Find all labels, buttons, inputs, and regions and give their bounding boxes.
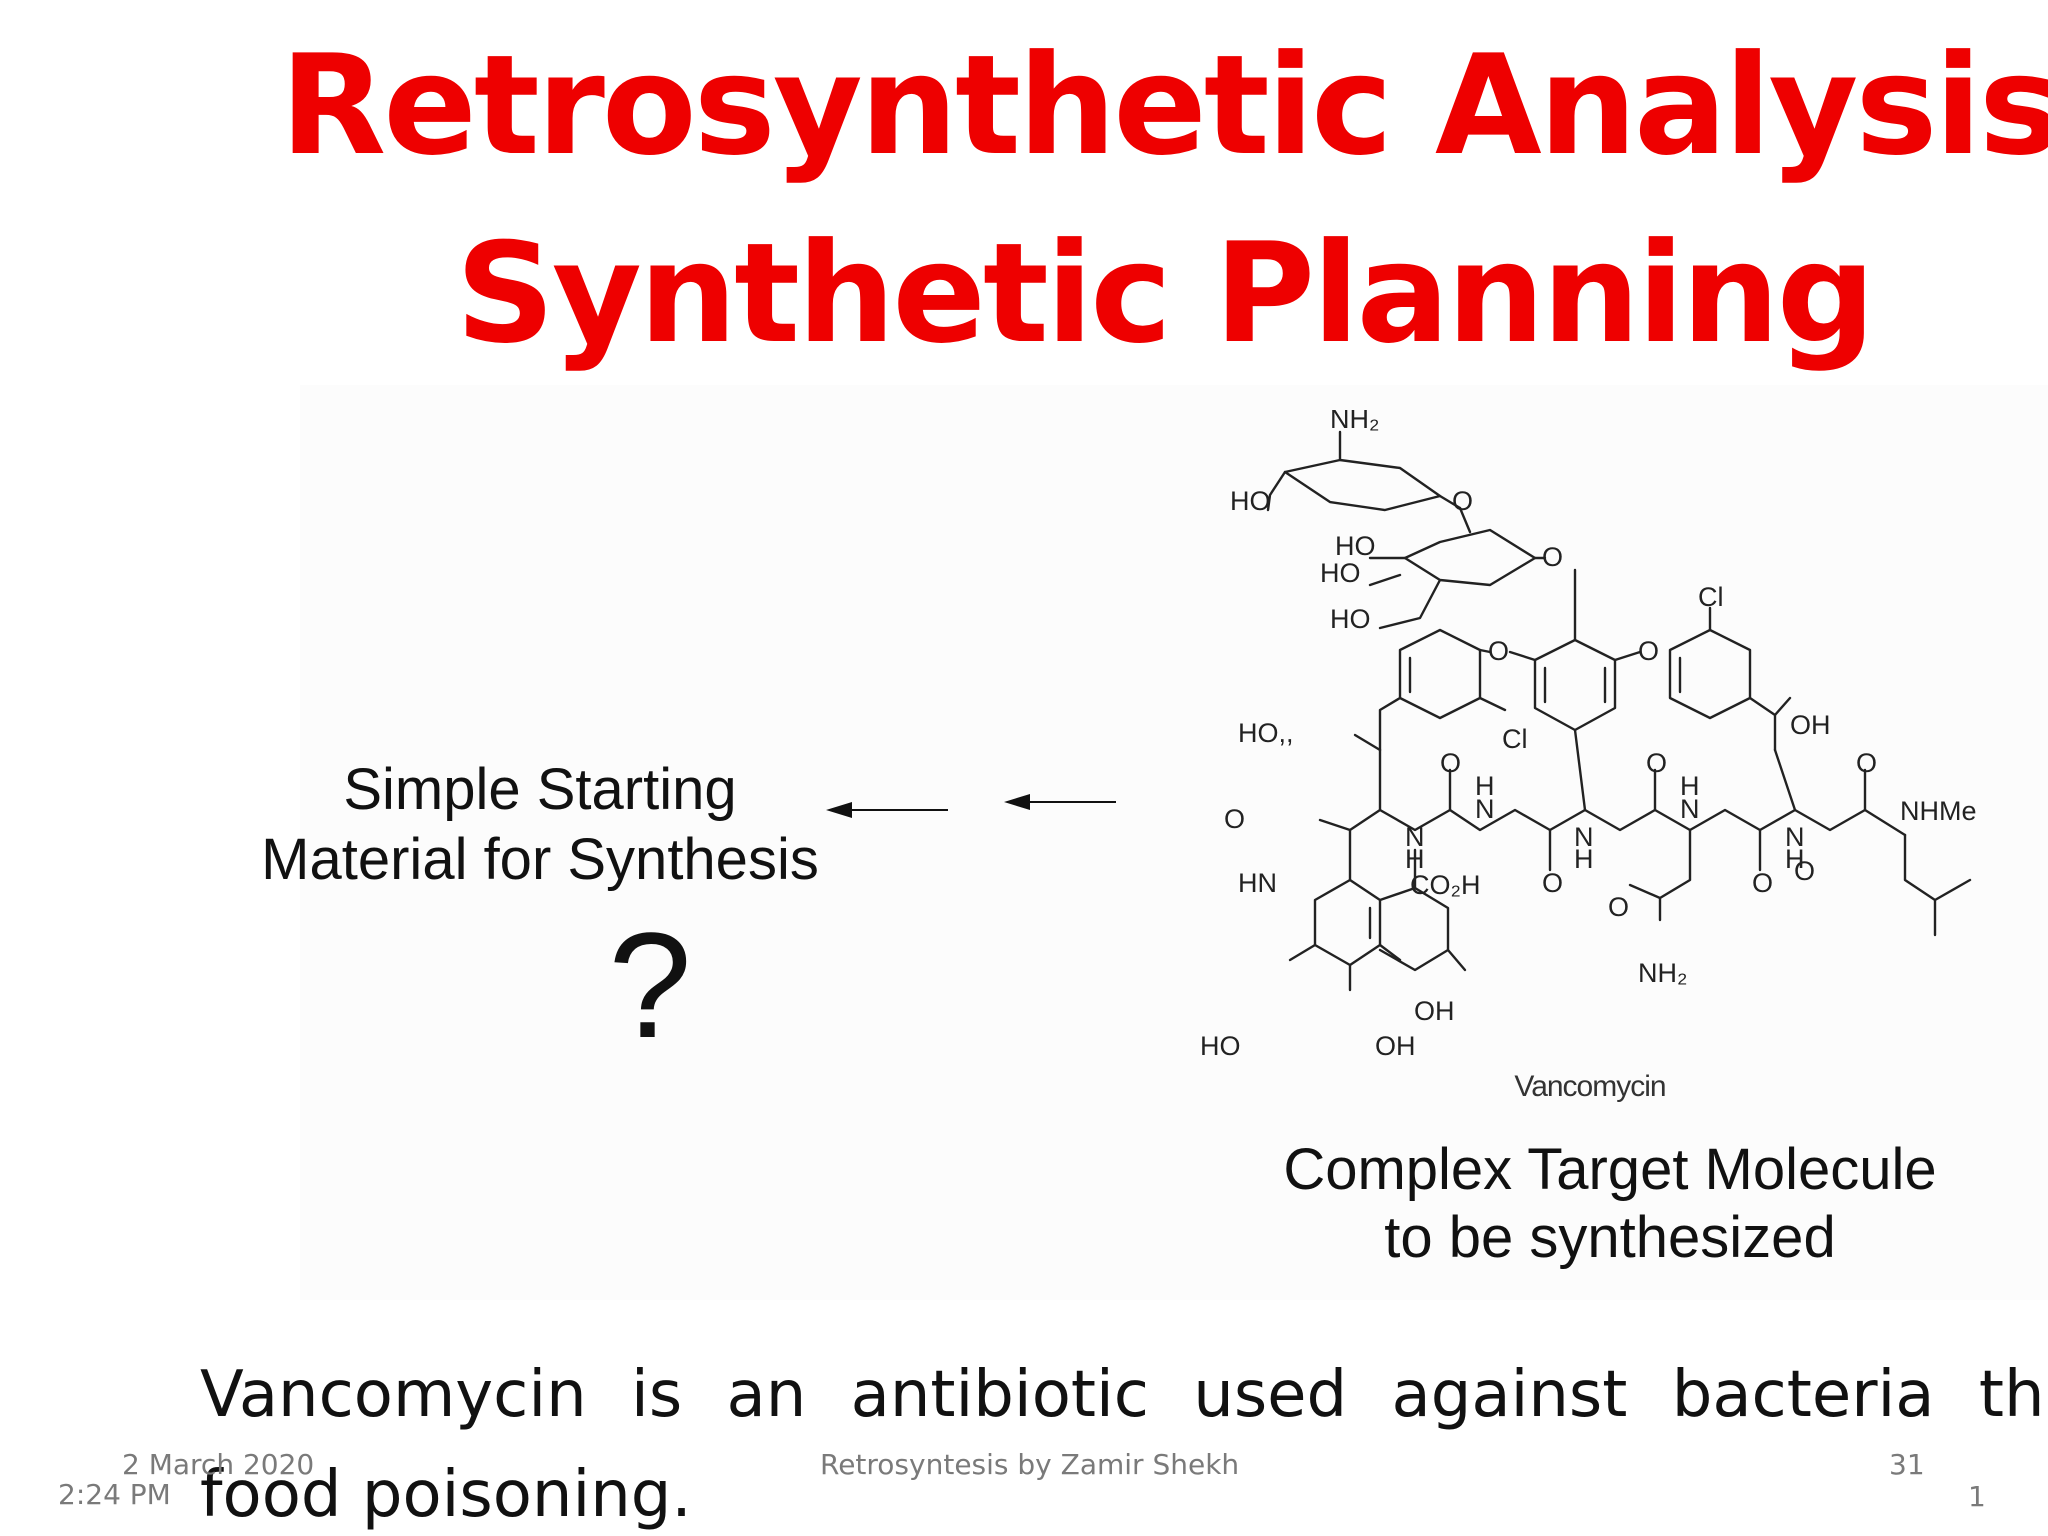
- retro-arrow-right: [1004, 794, 1116, 810]
- target-molecule-caption: Complex Target Molecule to be synthesize…: [1230, 1136, 1990, 1272]
- mol-label-n-2: N: [1475, 794, 1495, 824]
- mol-label-o-10: O: [1752, 868, 1773, 898]
- mol-label-ho-2: HO: [1335, 531, 1376, 561]
- slide-title: Retrosynthetic Analysis and Synthetic Pl…: [280, 12, 2048, 388]
- starting-material-caption: Simple Starting Material for Synthesis: [230, 755, 850, 895]
- mol-label-ho-3: HO: [1320, 558, 1361, 588]
- title-line-2: Synthetic Planning: [455, 213, 1876, 374]
- footer-date: 2 March 2020: [122, 1448, 315, 1481]
- target-caption-line-2: to be synthesized: [1384, 1205, 1836, 1270]
- question-mark: ?: [608, 901, 692, 1069]
- arrow-head-icon: [826, 802, 852, 818]
- mol-label-h-3: H: [1574, 844, 1594, 874]
- target-caption-line-1: Complex Target Molecule: [1283, 1137, 1937, 1202]
- mol-label-h-2: H: [1475, 771, 1495, 801]
- mol-label-n-1: N: [1405, 822, 1425, 852]
- mol-label-n-3: N: [1574, 822, 1594, 852]
- mol-label-o-5: O: [1440, 748, 1461, 778]
- arrow-head-icon: [1004, 794, 1030, 810]
- retro-arrow-left: [826, 802, 948, 818]
- mol-label-ho-5: HO,,: [1238, 718, 1294, 748]
- starting-material-line-1: Simple Starting: [343, 757, 737, 822]
- footer-time: 2:24 PM: [58, 1478, 171, 1511]
- mol-label-oh-1: OH: [1790, 710, 1831, 740]
- body-paragraph: Vancomycin is an antibiotic used against…: [200, 1345, 2048, 1536]
- mol-label-nh2-top: NH₂: [1330, 410, 1379, 434]
- molecule-drawing: NH₂ HO O HO HO O HO Cl O O HO,, OH Cl O …: [1200, 410, 1977, 1061]
- mol-label-h-4: H: [1680, 771, 1700, 801]
- mol-label-o-2: O: [1542, 542, 1563, 572]
- mol-label-ho-4: HO: [1330, 604, 1371, 634]
- mol-label-cl-1: Cl: [1698, 582, 1724, 612]
- mol-label-nh2-bottom: NH₂: [1638, 958, 1687, 988]
- mol-label-h-5: H: [1785, 844, 1805, 874]
- mol-label-h-1: H: [1405, 844, 1425, 874]
- title-line-1: Retrosynthetic Analysis and: [280, 25, 2048, 186]
- footer-author: Retrosyntesis by Zamir Shekh: [820, 1448, 1240, 1481]
- mol-label-o-3: O: [1488, 636, 1509, 666]
- figure-background: [300, 385, 2048, 1300]
- footer-page-number: 31: [1889, 1448, 1925, 1481]
- mol-label-o-4: O: [1638, 636, 1659, 666]
- mol-label-n-5: N: [1785, 822, 1805, 852]
- body-line-2: food poisoning.: [200, 1458, 692, 1532]
- mol-label-ho-1: HO: [1230, 486, 1271, 516]
- mol-label-o-1: O: [1452, 486, 1473, 516]
- mol-label-ho-6: HO: [1200, 1031, 1241, 1061]
- mol-label-o-6: O: [1646, 748, 1667, 778]
- molecule-name: Vancomycin: [1514, 1070, 1666, 1103]
- vancomycin-structure: NH₂ HO O HO HO O HO Cl O O HO,, OH Cl O …: [1190, 410, 2020, 1110]
- body-line-1: Vancomycin is an antibiotic used against…: [200, 1358, 2048, 1432]
- mol-label-o-8: O: [1224, 804, 1245, 834]
- mol-label-o-12: O: [1794, 856, 1815, 886]
- mol-label-o-7: O: [1856, 748, 1877, 778]
- mol-label-co2h: CO₂H: [1410, 870, 1480, 900]
- mol-label-oh-3: OH: [1375, 1031, 1416, 1061]
- starting-material-line-2: Material for Synthesis: [261, 827, 819, 892]
- mol-label-o-11: O: [1608, 892, 1629, 922]
- mol-label-oh-2: OH: [1414, 996, 1455, 1026]
- mol-label-o-9: O: [1542, 868, 1563, 898]
- mol-label-n-4: N: [1680, 794, 1700, 824]
- mol-label-cl-2: Cl: [1502, 724, 1528, 754]
- mol-label-hn: HN: [1238, 868, 1277, 898]
- mol-label-nhme: NHMe: [1900, 796, 1977, 826]
- footer-slide-number: 1: [1968, 1480, 1986, 1513]
